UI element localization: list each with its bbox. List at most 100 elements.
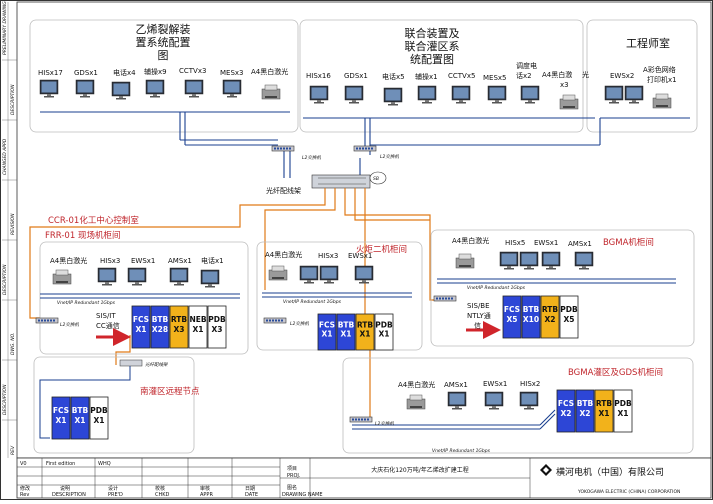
ethylene-title-3: 图 [158, 49, 169, 62]
cabinet-label: BTB [152, 315, 169, 324]
cabinet-btb [521, 295, 541, 339]
cabinet-rtb [169, 305, 189, 349]
cabinet-count: X5 [506, 315, 517, 324]
torch-switch-label: L2交换机 [290, 321, 309, 327]
joint-devices: HISx16 GDSx1 电话x5 辅操x1 CCTVx5 MESx5 调度电 … [306, 61, 589, 110]
bgma-box [430, 229, 695, 347]
torch-ews-monitor [354, 265, 374, 284]
eth-dev-mes: MESx3 [220, 69, 244, 77]
eth-dev-phone: 电话x4 [113, 68, 136, 77]
tank-dev-ams: AMSx1 [444, 381, 468, 389]
tb-col-review: 审核 [200, 485, 210, 492]
engineer-title: 工程师室 [626, 36, 670, 50]
frr-his-monitor [97, 267, 117, 286]
joint-dev-printer-2: 光 [582, 70, 589, 79]
bgma-ews-monitor [541, 251, 561, 270]
cabinet-label: NEB [189, 315, 206, 324]
tb-drawing-en: DRAWING NAME [282, 492, 323, 498]
frr-printer-icon [52, 269, 72, 285]
bgma-printer-icon [455, 253, 475, 269]
cabinet-count: X1 [598, 409, 609, 418]
tb-proj-en: PROJ. [287, 473, 301, 479]
tank-ews-monitor [484, 391, 504, 410]
cabinet-fcs [317, 313, 337, 351]
tb-col-rev-en: Rev [20, 492, 29, 498]
cabinet-btb [575, 389, 595, 433]
cabinet-fcs [51, 396, 71, 440]
cabinet-count: X1 [340, 329, 351, 338]
bgma-ams-monitor [574, 251, 594, 270]
tb-company-en: YOKOGAWA ELECTRIC (CHINA) CORPORATION [577, 489, 680, 495]
cabinet-count: X10 [523, 315, 539, 324]
core-switch-left-label: L2交换机 [302, 155, 321, 161]
bgma-sis-3: 信 [474, 321, 481, 330]
side-label-2: CHANGED APPD [2, 138, 8, 175]
cabinet-count: X5 [563, 315, 574, 324]
tank-net-link-2 [539, 413, 556, 430]
cabinet-label: RTB [357, 321, 374, 330]
zone-engineer-box [586, 19, 698, 133]
cabinet-label: PDB [90, 406, 108, 415]
fiber-panel-label: 光纤配线架 [266, 186, 301, 195]
cabinet-pdb [374, 313, 394, 351]
cabinet-rtb [540, 295, 560, 339]
cabinet-fcs [131, 305, 151, 349]
bgma-his-monitor [499, 251, 519, 270]
joint-dev-aux: 辅操x1 [415, 72, 438, 81]
cabinet-btb [70, 396, 90, 440]
sb-label: SB [373, 176, 379, 182]
cabinet-label: RTB [542, 305, 559, 314]
cabinet-label: FCS [558, 399, 574, 408]
frr-dev-ews: EWSx1 [131, 257, 155, 265]
torch-his-monitor-2 [319, 265, 339, 284]
bgma-sis-1: SIS/BE [467, 302, 490, 310]
bgma-tank-devices: A4黑白激光 AMSx1 EWSx1 HISx2 [398, 380, 540, 410]
south-title: 南灌区远程节点 [140, 386, 200, 397]
zone-ethylene-box [29, 19, 299, 133]
tb-col-rev: 修改 [20, 485, 30, 492]
tb-project-name: 大庆石化120万吨/年乙烯改扩建工程 [371, 466, 468, 474]
frr-sis-2: CC通信 [96, 321, 120, 330]
left-revision-strip: PRELIMINARY DRAWING DESCRIPTION CHANGED … [2, 1, 17, 458]
side-label-1: DESCRIPTION [10, 84, 16, 115]
tank-net-label: Vnet/IP Redundant 1Gbps [432, 448, 491, 454]
ethylene-title-2: 置系统配置 [136, 36, 191, 49]
cabinet-label: PDB [614, 399, 632, 408]
eng-dev-printer-2: 打印机x1 [647, 75, 677, 84]
cabinet-count: X1 [93, 416, 104, 425]
frr-dev-phone: 电话x1 [201, 256, 224, 265]
joint-dev-his: HISx16 [306, 72, 331, 80]
tb-drawing: 图名 [287, 484, 297, 491]
eng-printer-icon [652, 93, 672, 109]
tank-his-monitor [519, 391, 539, 410]
tb-company: 横河电机（中国）有限公司 [556, 466, 664, 478]
eth-mes-monitor [222, 79, 242, 98]
joint-mes-monitor [487, 85, 507, 104]
tank-printer-icon [406, 394, 426, 410]
torch-dev-his: HISx3 [318, 252, 338, 260]
south-link [39, 366, 131, 439]
cabinet-label: FCS [319, 321, 335, 330]
eth-his-monitor [39, 79, 59, 98]
bgma-switch [433, 295, 457, 302]
bgma-tank-box [342, 357, 694, 454]
engineer-devices: EWSx2 A彩色网络 打印机x1 [604, 65, 677, 109]
ccr-title: CCR-01化工中心控制室 [48, 215, 139, 226]
joint-title-2: 联合灌区系 [405, 39, 460, 53]
joint-dev-dispatch-1: 调度电 [516, 61, 537, 70]
cabinet-pdb [559, 295, 579, 339]
tb-col-desc: 说明 [60, 485, 70, 492]
joint-cctv-monitor [451, 85, 471, 104]
side-label-0: PRELIMINARY DRAWING [2, 1, 8, 55]
eth-dev-cctv: CCTVx3 [179, 67, 206, 75]
tank-switch [349, 416, 373, 423]
cabinet-pdb [207, 305, 227, 349]
frr-ams-monitor [169, 267, 189, 286]
ethylene-devices: HISx17 GDSx1 电话x4 辅操x9 CCTVx3 MESx3 A4黑白… [38, 67, 288, 100]
tb-col-date-en: DATE [245, 492, 258, 498]
frr-devices: A4黑白激光 HISx3 EWSx1 AMSx1 电话x1 [50, 256, 224, 288]
torch-switch [263, 317, 287, 324]
eth-dev-gds: GDSx1 [74, 69, 98, 77]
tank-net-link-1 [539, 409, 556, 426]
